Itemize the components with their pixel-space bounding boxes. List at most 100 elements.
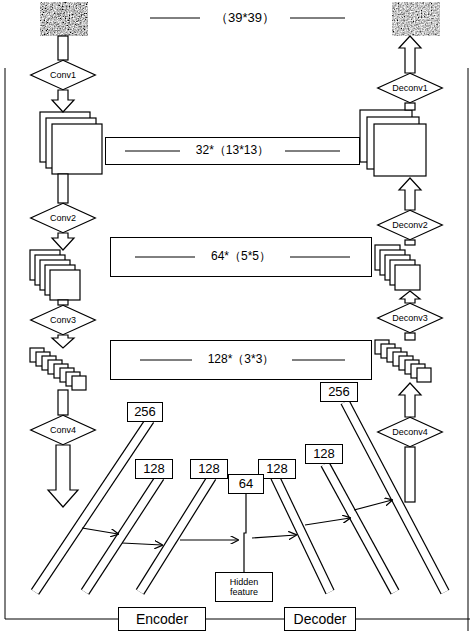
hollow-arrow [399,36,421,73]
text-holder: 64*（5*5） [111,238,371,276]
text-holder: Conv4 [30,415,96,445]
node-text: Conv3 [50,315,76,325]
flow-arrow [180,539,238,540]
feature-map [50,270,80,300]
node-text: Deconv4 [392,427,428,437]
flow-arrow [354,500,392,510]
diamond-shape [31,60,96,89]
arrow-shaft [405,240,415,245]
text-holder: Encoder [119,608,205,630]
hollow-arrow [399,383,421,417]
hollow-arrow [400,291,420,303]
connector-line [244,494,246,572]
layer-bar [345,402,445,592]
band-line [140,360,192,361]
diamond-shape [31,415,96,444]
layer-diamond: Deconv1 [377,73,443,103]
text-holder: 128*（3*3） [111,341,371,379]
label-box: 128 [190,459,228,479]
arrow-shaft [405,103,415,110]
label-box: 256 [320,382,358,402]
arrow-shaft [58,390,68,415]
text-holder: Conv3 [30,305,96,335]
node-text: 64 [239,477,253,492]
hollow-arrow [48,445,78,507]
layer-bar [35,420,150,592]
node-text: 128 [266,462,288,477]
frame-line [468,68,469,631]
node-text: 32*（13*13） [192,144,273,158]
node-text: Deconv1 [392,83,428,93]
text-holder: 256 [321,383,357,401]
layer-diamond: Conv3 [30,305,96,335]
arrow-shaft [405,447,415,502]
layer-bar [140,477,212,592]
layer-diamond: Conv1 [30,60,96,90]
label-box: Hidden feature [215,572,273,602]
label-box: 128 [305,444,343,464]
input-image [40,2,88,36]
node-text: 64*（5*5） [207,250,275,264]
diamond-shape [378,210,443,239]
dimension-line [150,18,200,19]
text-holder: Conv2 [30,203,96,233]
feature-size-band: 64*（5*5） [110,237,372,277]
layer-diamond: Deconv4 [377,417,443,447]
node-text: 128*（3*3） [204,353,279,367]
layer-diamond: Deconv2 [377,210,443,240]
band-line [125,151,180,152]
label-box: 128 [135,459,173,479]
dimension-label: （39*39） [200,9,290,27]
text-holder: Deconv2 [377,210,443,240]
arrow-shaft [405,333,415,340]
node-text: Encoder [136,611,188,627]
diamond-shape [378,303,443,332]
node-text: Deconv3 [392,313,428,323]
band-line [290,257,350,258]
node-text: 256 [134,405,156,420]
diamond-shape [31,305,96,334]
node-text: Hidden feature [216,577,272,598]
text-holder: 256 [128,403,162,421]
node-text: Conv1 [50,70,76,80]
label-box: Decoder [284,607,356,631]
node-text: 256 [328,385,350,400]
flow-arrow [252,535,296,538]
arrow-shaft [58,300,68,305]
dimension-line [290,18,345,19]
layer-diamond: Deconv3 [377,303,443,333]
text-holder: Hidden feature [216,573,272,601]
feature-size-band: 32*（13*13） [105,137,360,165]
feature-size-band: 128*（3*3） [110,340,372,380]
frame-line [5,68,6,619]
hollow-arrow [52,233,74,250]
feature-map [52,124,102,174]
feature-map [72,376,86,390]
diamond-shape [31,203,96,232]
band-line [135,257,195,258]
feature-map [417,368,431,382]
node-text: Deconv2 [392,220,428,230]
label-box: Encoder [118,607,206,631]
layer-bar [345,402,445,592]
layer-bar [140,477,212,592]
flow-arrow [82,528,118,534]
layer-bar [275,477,330,592]
flow-arrow [305,518,350,525]
text-holder: 128 [259,460,295,478]
diamond-shape [378,417,443,446]
feature-map [395,265,420,290]
text-holder: Deconv1 [377,73,443,103]
node-text: 128 [198,462,220,477]
label-box: 64 [228,474,264,494]
text-holder: 128 [306,445,342,463]
layer-bar [35,420,150,592]
arrow-shaft [58,174,68,203]
hollow-arrow [52,335,74,348]
text-holder: Deconv4 [377,417,443,447]
text-holder: Conv1 [30,60,96,90]
feature-map [374,124,426,176]
layer-diamond: Conv2 [30,203,96,233]
node-text: 128 [143,462,165,477]
